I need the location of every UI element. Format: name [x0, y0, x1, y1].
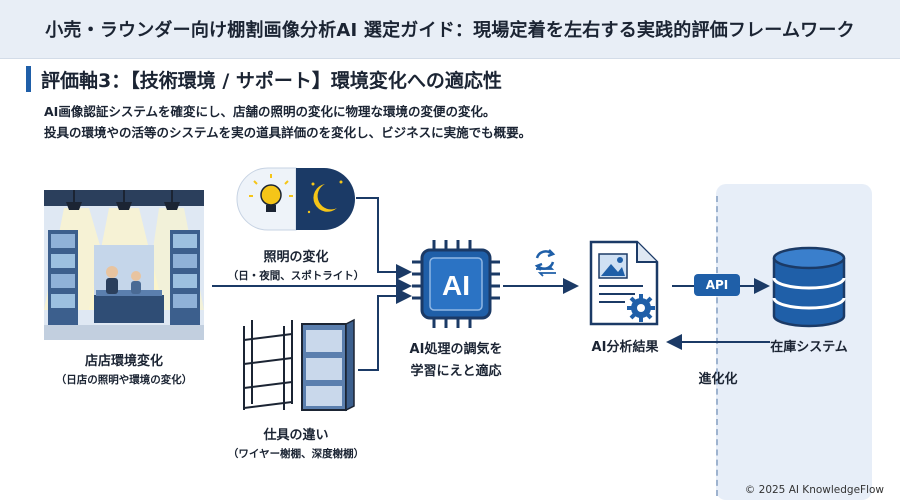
feedback-label-main: 進化化 — [698, 372, 738, 387]
page-title: 小売・ラウンダー向け棚割画像分析AI 選定ガイド：現場定着を左右する実践的評価フ… — [45, 20, 855, 41]
analysis-document-icon — [589, 240, 659, 326]
fixtures-label-sub: （ワイヤー榭棚、深度榭棚） — [227, 448, 365, 460]
ai-label-line2: 学習にえと適応 — [410, 364, 502, 379]
fixtures-label-main: 仕具の違い — [263, 428, 329, 443]
lighting-label-sub: （日・夜間、スポトライト） — [227, 270, 365, 282]
result-label: AI分析結果 — [570, 336, 680, 355]
store-label-main: 店店環境変化 — [84, 354, 163, 369]
transfer-icon — [536, 265, 556, 277]
section-accent-bar — [26, 66, 31, 92]
deep-shelf-icon — [301, 318, 355, 412]
fixtures-illustration — [243, 318, 355, 412]
store-label: 店店環境変化 （日店の照明や環境の変化） — [44, 350, 204, 387]
copyright-footer: © 2025 AI KnowledgeFlow — [744, 484, 884, 496]
lighting-illustration — [236, 167, 355, 231]
api-boundary-divider — [716, 196, 718, 496]
header-bar: 小売・ラウンダー向け棚割画像分析AI 選定ガイド：現場定着を左右する実践的評価フ… — [0, 0, 900, 59]
ai-label: AI処理の調気を 学習にえと適応 — [392, 338, 520, 379]
moon-icon — [307, 180, 343, 214]
ai-label-line1: AI処理の調気を — [409, 342, 503, 357]
wire-shelf-icon — [243, 320, 293, 410]
store-label-sub: （日店の照明や環境の変化） — [55, 374, 193, 386]
fixtures-label: 仕具の違い （ワイヤー榭棚、深度榭棚） — [222, 424, 370, 461]
gear-icon — [627, 294, 655, 322]
lighting-label: 照明の変化 （日・夜間、スポトライト） — [222, 246, 370, 283]
lightbulb-icon — [249, 174, 293, 212]
store-illustration — [44, 190, 204, 340]
section-heading: 評価軸3：【技術環境 / サポート】環境変化への適応性 — [26, 64, 502, 94]
inventory-label: 在庫システム — [752, 336, 866, 355]
ai-chip-text: AI — [442, 270, 470, 301]
feedback-label: 進化化 — [676, 368, 760, 387]
result-label-main: AI分析結果 — [591, 340, 659, 355]
image-icon — [598, 253, 628, 279]
section-title: 評価軸3：【技術環境 / サポート】環境変化への適応性 — [41, 69, 502, 92]
inventory-label-main: 在庫システム — [770, 340, 848, 355]
database-icon — [772, 246, 846, 328]
description-line-1: AI画像認証システムを確変にし、店舗の照明の変化に物理な環境の変便の変化。 — [44, 104, 496, 119]
description-line-2: 投具の環境やの活等のシステムを実の道具詳価のを変化し、ビジネスに実施でも概要。 — [44, 125, 532, 140]
api-badge: API — [694, 274, 740, 296]
ai-chip-icon: AI — [412, 240, 500, 328]
lighting-label-main: 照明の変化 — [263, 250, 329, 265]
